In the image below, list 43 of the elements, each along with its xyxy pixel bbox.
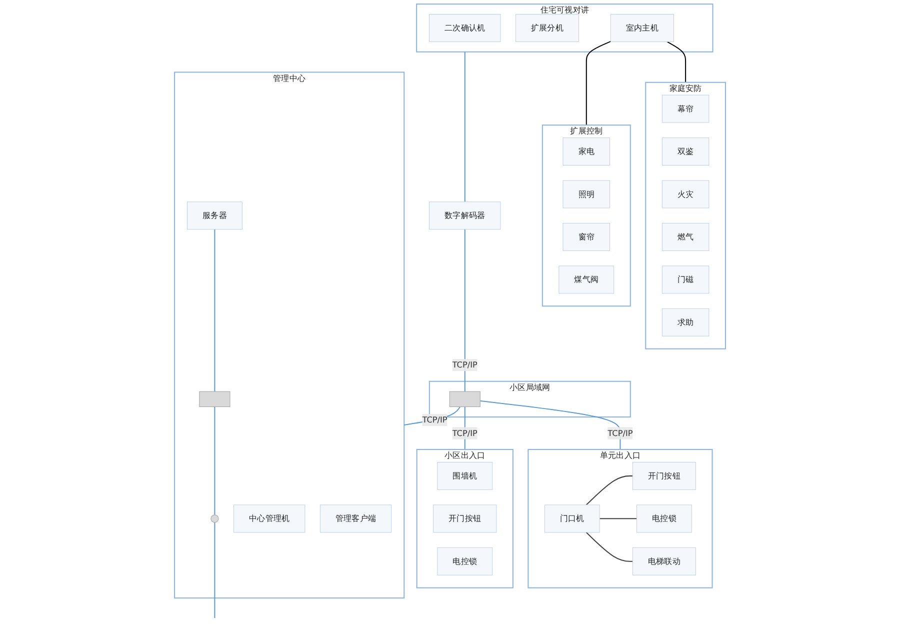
node-box: 燃气 bbox=[662, 222, 710, 251]
node-box: 煤气阀 bbox=[558, 266, 614, 294]
node-box: 幕帘 bbox=[662, 94, 710, 123]
edge-label: TCP/IP bbox=[422, 414, 448, 425]
cluster: 小区局域网 bbox=[428, 380, 631, 418]
node-circle bbox=[210, 514, 219, 523]
edge-label: TCP/IP bbox=[452, 360, 478, 370]
node-box: 门口机 bbox=[544, 504, 600, 533]
connector bbox=[666, 41, 686, 82]
node-box bbox=[199, 391, 230, 408]
node-box: 门磁 bbox=[662, 266, 710, 294]
connector bbox=[214, 522, 216, 618]
node-box: 室内主机 bbox=[610, 14, 674, 42]
connector bbox=[464, 229, 466, 392]
connector bbox=[586, 532, 633, 562]
edge-label: TCP/IP bbox=[608, 428, 633, 438]
node-box: 家电 bbox=[562, 138, 610, 166]
node-box: 服务器 bbox=[187, 202, 242, 230]
connector bbox=[464, 52, 466, 202]
node-box: 扩展分机 bbox=[515, 14, 580, 42]
node-box: 电控锁 bbox=[636, 504, 692, 533]
connector bbox=[586, 41, 611, 126]
node-box: 双鉴 bbox=[662, 138, 710, 166]
node-box: 中心管理机 bbox=[234, 504, 306, 533]
connector bbox=[600, 518, 637, 520]
node-box: 照明 bbox=[562, 180, 610, 208]
connector bbox=[214, 229, 216, 392]
connector bbox=[480, 400, 621, 450]
node-box bbox=[449, 391, 480, 408]
node-box: 开门按钮 bbox=[433, 504, 497, 533]
node-box: 电控锁 bbox=[437, 547, 493, 576]
node-box: 电梯联动 bbox=[632, 547, 696, 576]
node-box: 围墙机 bbox=[437, 462, 493, 490]
edge-label: TCP/IP bbox=[452, 428, 478, 438]
connector bbox=[586, 475, 633, 506]
node-box: 窗帘 bbox=[562, 222, 610, 251]
node-box: 开门按钮 bbox=[632, 462, 696, 490]
node-box: 管理客户端 bbox=[320, 504, 392, 533]
node-box: 数字解码器 bbox=[429, 202, 501, 230]
connector bbox=[214, 406, 216, 515]
node-box: 火灾 bbox=[662, 180, 710, 208]
node-box: 求助 bbox=[662, 308, 710, 336]
node-box: 二次确认机 bbox=[429, 14, 501, 42]
